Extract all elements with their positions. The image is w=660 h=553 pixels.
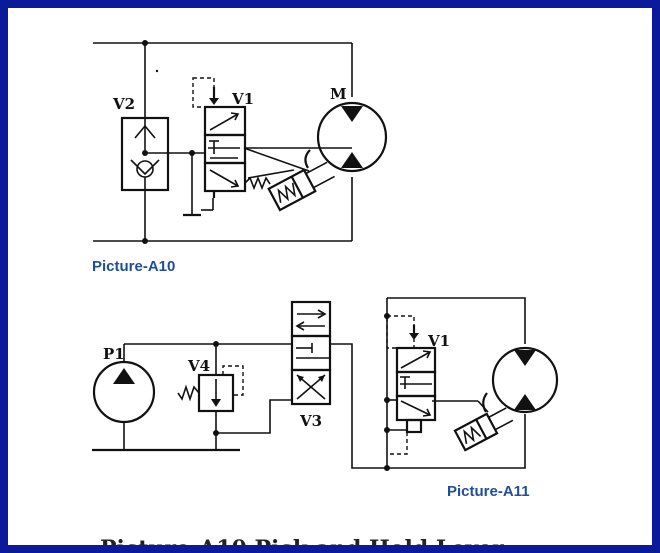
- speck: [155, 69, 159, 73]
- v1-label: V1: [231, 90, 254, 108]
- v3-directional-valve: [290, 300, 332, 406]
- spring-actuator: [243, 147, 335, 212]
- junction-dot: [142, 150, 148, 156]
- v1-pilot-valve-a11: [386, 315, 437, 455]
- hydraulic-schematics: V2 V1: [92, 40, 559, 545]
- figure-panel: V2 V1: [8, 8, 652, 545]
- v3-return-line: [216, 399, 292, 434]
- motor-supply-line: [387, 297, 526, 344]
- v4-label: V4: [187, 357, 210, 375]
- v3-outlet-line: [330, 343, 526, 469]
- v3-label: V3: [299, 412, 322, 430]
- junction-dot: [142, 238, 148, 244]
- bottom-caption: Picture-A10 Pick and Hold Lever: [100, 536, 504, 545]
- caption-a10: Picture-A10: [92, 258, 175, 275]
- spring-actuator-a11: [432, 400, 514, 452]
- caption-a11: Picture-A11: [447, 483, 530, 500]
- hydraulic-motor: [304, 101, 388, 173]
- pump-p1: [92, 360, 156, 424]
- hydraulic-motor-a11: [482, 346, 559, 414]
- v1-pilot-valve: [192, 77, 271, 198]
- v2-label: V2: [112, 95, 135, 113]
- diagram-a10: V2 V1: [92, 40, 388, 275]
- v2-check-valve: [120, 116, 170, 192]
- v1-label-a11: V1: [427, 332, 450, 350]
- motor-label: M: [330, 85, 347, 103]
- junction-dot: [384, 465, 390, 471]
- p1-label: P1: [103, 345, 125, 363]
- v4-relief-valve: [177, 365, 244, 413]
- diagram-a11: P1 V4: [92, 297, 559, 500]
- junction-dot: [142, 40, 148, 46]
